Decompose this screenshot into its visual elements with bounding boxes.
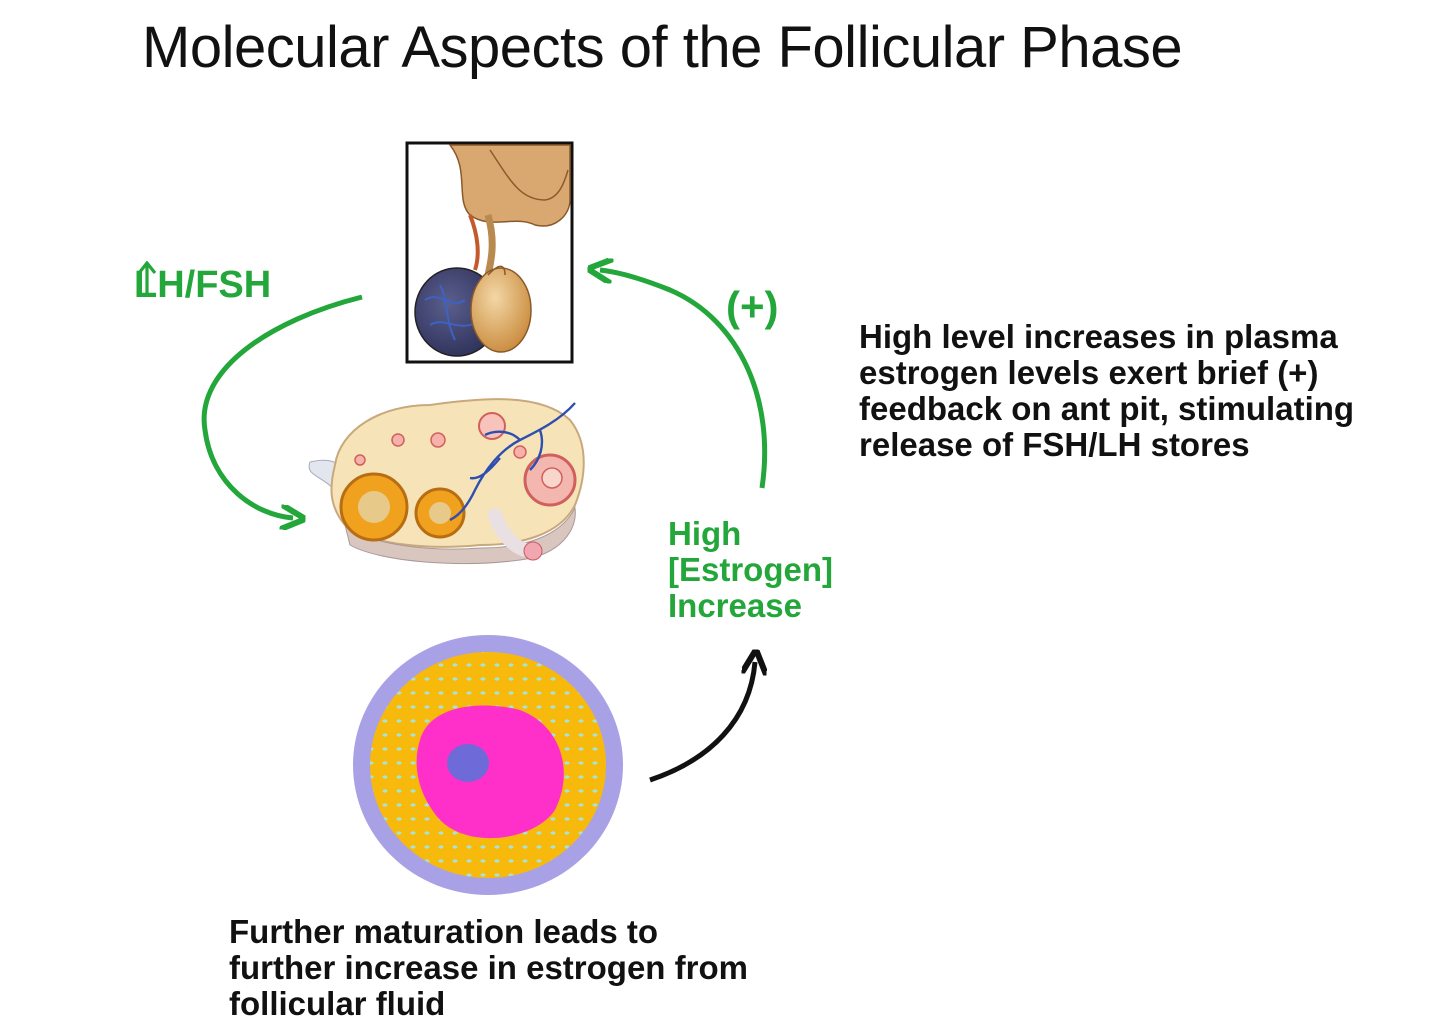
up-arrow-icon [137,261,157,297]
lh-fsh-arrow [201,294,363,518]
high-estrogen-line-3: Increase [668,587,802,624]
high-estrogen-line-1: High [668,515,742,552]
lh-fsh-label: LH/FSH [134,261,272,307]
feedback-description: High level increases in plasma estrogen … [859,318,1355,463]
ovary-illustration [308,398,585,564]
maturation-description: Further maturation leads to further incr… [229,913,748,1022]
maturation-arrow [649,662,755,783]
high-estrogen-line-2: [Estrogen] [668,551,833,588]
positive-feedback-arrow [600,270,768,489]
follicle-illustration [353,635,623,895]
pituitary-illustration [405,141,574,364]
page-title: Molecular Aspects of the Follicular Phas… [142,15,1183,80]
lh-fsh-text: LH/FSH [134,264,272,306]
high-estrogen-label: High [Estrogen] Increase [668,516,888,624]
positive-feedback-label: (+) [726,283,779,330]
